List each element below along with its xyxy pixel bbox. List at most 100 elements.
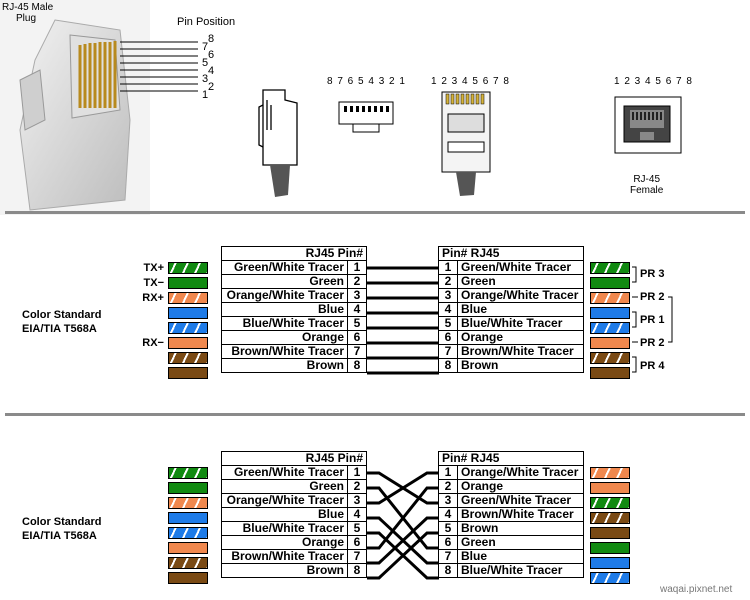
wire-name-cell: Blue/White Tracer bbox=[221, 316, 348, 331]
wire-name-cell: Green/White Tracer bbox=[457, 260, 584, 275]
pin-number-cell: 3 bbox=[347, 288, 367, 303]
wire-color-swatch bbox=[168, 367, 208, 379]
signal-label: TX+ bbox=[143, 262, 164, 274]
pin-number-cell: 6 bbox=[438, 535, 458, 550]
wire-name-cell: Brown/White Tracer bbox=[221, 344, 348, 359]
wire-color-swatch bbox=[168, 307, 208, 319]
pin-position-label: Pin Position bbox=[177, 16, 236, 28]
wire-color-swatch bbox=[168, 527, 208, 539]
wire-name-cell: Blue bbox=[221, 302, 348, 317]
pin-number-cell: 7 bbox=[438, 549, 458, 564]
signal-label: RX− bbox=[142, 337, 164, 349]
wire-color-swatch bbox=[168, 262, 208, 274]
pin-number-cell: 5 bbox=[438, 521, 458, 536]
wire-color-swatch bbox=[590, 367, 630, 379]
wire-name-cell: Orange/White Tracer bbox=[221, 288, 348, 303]
wire-name-cell: Brown bbox=[457, 358, 584, 373]
wire-name-cell: Orange bbox=[457, 479, 584, 494]
top-divider bbox=[5, 211, 745, 214]
pair-label-pr4: PR 4 bbox=[640, 360, 665, 372]
wire-name-cell: Green bbox=[221, 479, 348, 494]
pin-number-cell: 5 bbox=[347, 316, 367, 331]
wire-line bbox=[367, 471, 439, 505]
wire-color-swatch bbox=[590, 262, 630, 274]
pin-number-cell: 2 bbox=[347, 274, 367, 289]
wire-name-cell: Green bbox=[457, 274, 584, 289]
pin-sequence-female: 1 2 3 4 5 6 7 8 bbox=[614, 76, 693, 87]
wire-name-cell: Orange/White Tracer bbox=[457, 288, 584, 303]
plug-top-view-drawing bbox=[441, 91, 491, 196]
wire-name-cell: Brown bbox=[457, 521, 584, 536]
wire-name-cell: Green bbox=[457, 535, 584, 550]
wire-color-swatch bbox=[168, 572, 208, 584]
pin-number-cell: 1 bbox=[438, 260, 458, 275]
pin-number-cell: 6 bbox=[347, 330, 367, 345]
signal-label bbox=[120, 321, 164, 336]
plug-front-view-drawing bbox=[338, 101, 394, 133]
pin-number-cell: 2 bbox=[347, 479, 367, 494]
wire-name-cell: Brown bbox=[221, 358, 348, 373]
wire-color-swatch bbox=[590, 497, 630, 509]
pin-number-cell: 8 bbox=[347, 563, 367, 578]
color-standard-label-2: Color Standard EIA/TIA T568A bbox=[22, 516, 102, 542]
pin-number-cell: 8 bbox=[347, 358, 367, 373]
wire-name-cell: Blue bbox=[221, 507, 348, 522]
wire-color-swatch bbox=[590, 512, 630, 524]
pin-number-cell: 5 bbox=[438, 316, 458, 331]
wire-color-swatch bbox=[168, 277, 208, 289]
wire-color-swatch bbox=[168, 482, 208, 494]
wire-line bbox=[367, 486, 439, 550]
signal-label: RX+ bbox=[142, 292, 164, 304]
wire-name-cell: Brown/White Tracer bbox=[221, 549, 348, 564]
pair-label-pr2-bottom: PR 2 bbox=[640, 337, 665, 349]
wire-color-swatch bbox=[590, 352, 630, 364]
pin-number-cell: 7 bbox=[347, 344, 367, 359]
wire-name-cell: Blue bbox=[457, 302, 584, 317]
pin-number-cell: 1 bbox=[438, 465, 458, 480]
wire-name-cell: Green/White Tracer bbox=[457, 493, 584, 508]
pin-number-cell: 6 bbox=[347, 535, 367, 550]
pin-number-cell: 4 bbox=[438, 507, 458, 522]
pin-sequence-reverse: 8 7 6 5 4 3 2 1 bbox=[327, 76, 406, 87]
wire-name-cell: Orange bbox=[221, 535, 348, 550]
plug-side-view-drawing bbox=[258, 89, 298, 197]
wire-color-swatch bbox=[168, 352, 208, 364]
wire-name-cell: Orange/White Tracer bbox=[457, 465, 584, 480]
pair-label-pr1: PR 1 bbox=[640, 314, 665, 326]
wire-color-swatch bbox=[590, 337, 630, 349]
pin-leader-lines bbox=[120, 41, 198, 92]
pin-number-cell: 4 bbox=[347, 302, 367, 317]
wire-color-swatch bbox=[168, 322, 208, 334]
pin-number-cell: 6 bbox=[438, 330, 458, 345]
table-header: RJ45 Pin# bbox=[221, 246, 367, 261]
wire-color-swatch bbox=[168, 542, 208, 554]
rj45-plug-photo bbox=[0, 0, 150, 215]
wire-connections-1 bbox=[367, 266, 439, 375]
wire-color-swatch bbox=[590, 307, 630, 319]
signal-labels: TX+ TX− RX+ RX− bbox=[120, 261, 164, 351]
wire-name-cell: Brown bbox=[221, 563, 348, 578]
wire-color-swatch bbox=[590, 292, 630, 304]
wire-name-cell: Blue/White Tracer bbox=[221, 521, 348, 536]
wire-color-swatch bbox=[168, 337, 208, 349]
